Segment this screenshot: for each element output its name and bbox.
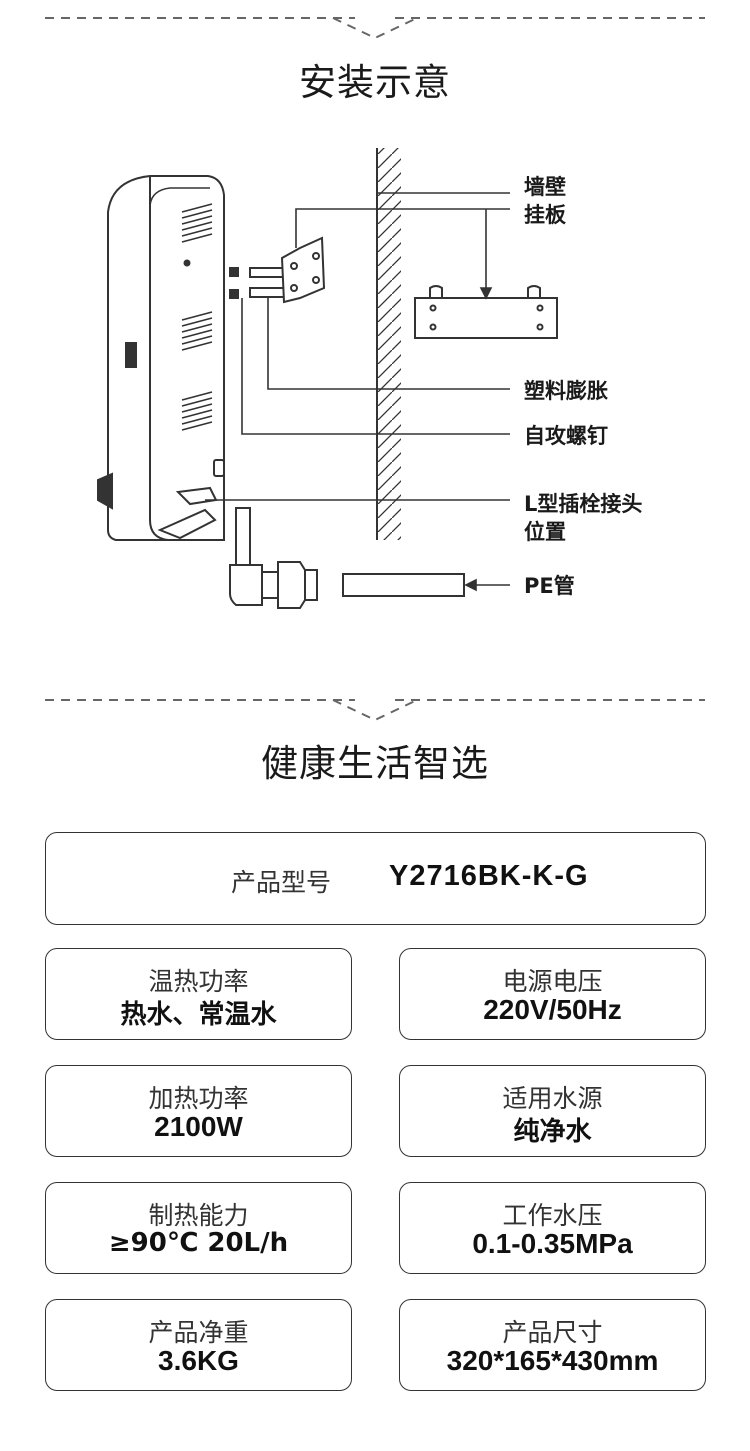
wall-drawing (376, 148, 401, 540)
spec-value: 2100W (154, 1111, 243, 1142)
spec-value: 220V/50Hz (483, 994, 622, 1025)
hanger-bracket-side (280, 236, 326, 304)
top-divider (45, 17, 705, 40)
l-connector-and-pipe (229, 507, 465, 609)
spec-label: 加热功率 (148, 1084, 249, 1113)
hanger-plate-front (414, 285, 558, 339)
screws-and-anchors (229, 267, 285, 299)
spec-label: 制热能力 (148, 1201, 249, 1230)
model-box: 产品型号 Y2716BK-K-G (45, 832, 706, 925)
label-connector-line1: L型插栓接头 (524, 492, 642, 516)
spec-value: 3.6KG (158, 1345, 239, 1376)
leader-lines (205, 192, 510, 592)
water-dispenser-drawing (97, 175, 225, 541)
spec-value: 纯净水 (513, 1117, 592, 1147)
spec-box-water-source: 适用水源 纯净水 (399, 1065, 706, 1157)
spec-box-heating-power: 加热功率 2100W (45, 1065, 352, 1157)
spec-label: 产品净重 (148, 1318, 249, 1347)
label-wall: 墙壁 (524, 175, 566, 199)
spec-value: 320*165*430mm (446, 1345, 659, 1376)
spec-box-voltage: 电源电压 220V/50Hz (399, 948, 706, 1040)
label-hanger: 挂板 (524, 203, 567, 227)
install-section-title: 安装示意 (299, 61, 451, 104)
label-connector-line2: 位置 (524, 520, 566, 544)
spec-value: 0.1-0.35MPa (472, 1228, 633, 1259)
spec-label: 温热功率 (148, 967, 249, 996)
spec-label: 电源电压 (502, 967, 603, 996)
label-screw: 自攻螺钉 (524, 424, 608, 448)
spec-value: 热水、常温水 (120, 1000, 277, 1030)
spec-box-warm-power: 温热功率 热水、常温水 (45, 948, 352, 1040)
middle-divider (45, 699, 705, 722)
installation-diagram: 墙壁 挂板 塑料膨胀 自攻螺钉 L型插栓接头 位置 PE管 (97, 148, 642, 609)
spec-box-dimensions: 产品尺寸 320*165*430mm (399, 1299, 706, 1391)
spec-box-net-weight: 产品净重 3.6KG (45, 1299, 352, 1391)
spec-box-water-pressure: 工作水压 0.1-0.35MPa (399, 1182, 706, 1274)
spec-label: 适用水源 (502, 1084, 603, 1113)
spec-value: ≥90℃ 20L/h (108, 1228, 289, 1258)
spec-box-heating-capacity: 制热能力 ≥90℃ 20L/h (45, 1182, 352, 1274)
label-pe-pipe: PE管 (524, 574, 575, 598)
specs-section-title: 健康生活智选 (261, 742, 489, 785)
spec-label: 工作水压 (502, 1201, 603, 1230)
label-anchor: 塑料膨胀 (524, 379, 608, 403)
spec-label: 产品尺寸 (502, 1318, 603, 1347)
model-value: Y2716BK-K-G (389, 860, 589, 892)
model-label: 产品型号 (231, 868, 332, 897)
